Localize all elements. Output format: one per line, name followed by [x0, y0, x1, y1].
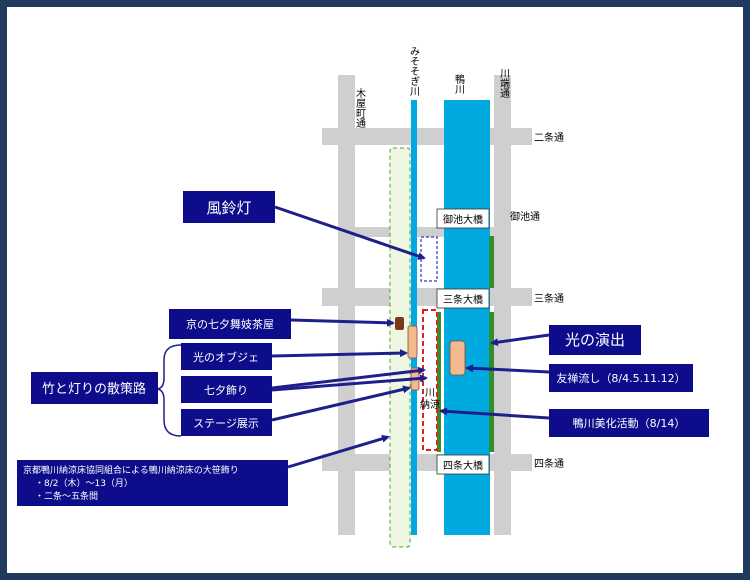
tanabata-arrow-2	[271, 374, 428, 392]
hikari-arrow	[490, 333, 550, 347]
objet-marker	[407, 325, 418, 359]
furinto-arrow	[274, 205, 426, 260]
sasa-arrow	[287, 434, 390, 469]
shijo-label: 四条通	[534, 457, 564, 470]
noryo-area	[422, 309, 438, 451]
hikari-label: 光の演出	[565, 331, 625, 349]
green-edge-west	[437, 312, 441, 452]
sasa-title: 京都鴨川納涼床協同組合による鴨川納涼床の大笹飾り	[23, 464, 239, 476]
oike-label: 御池通	[510, 210, 540, 223]
objet-arrow	[271, 349, 408, 358]
sasa-date: ・8/2（木）～13（月）	[35, 477, 133, 489]
stage-arrow	[271, 385, 411, 422]
kamogawa-label: 鴨川	[453, 73, 465, 94]
oike-bridge-box	[436, 208, 490, 229]
hikari-callout	[549, 325, 641, 355]
stage-callout	[181, 409, 272, 436]
bika-label: 鴨川美化活動（8/14）	[573, 416, 686, 430]
oike-bridge-label: 御池大橋	[443, 213, 483, 226]
objet-callout	[181, 343, 272, 370]
kawabata-label: 川端通	[498, 68, 510, 98]
tanabata-callout	[181, 376, 272, 403]
noryo-kawa-label: 川	[425, 388, 435, 399]
yuzen-label: 友禅流し（8/4.5.11.12）	[556, 371, 685, 385]
tanabata-label: 七夕飾り	[204, 384, 248, 397]
noryo-no-label: 納涼	[420, 398, 440, 411]
oike-street	[338, 227, 511, 237]
sanpomichi-callout	[31, 372, 158, 404]
sanjo-label: 三条通	[534, 292, 564, 305]
yuzen-arrow	[465, 364, 550, 374]
nijo-label: 二条通	[534, 131, 564, 144]
sasa-area: ・二条～五条間	[35, 490, 98, 502]
stage-label: ステージ展示	[193, 417, 259, 430]
objet-label: 光のオブジェ	[193, 350, 259, 364]
sanjo-street	[322, 288, 532, 306]
hikari-marker	[449, 340, 466, 376]
ochaya-marker	[395, 317, 404, 330]
misosogi-river	[411, 100, 417, 535]
bika-callout	[549, 409, 709, 437]
shijo-street	[322, 454, 532, 471]
misosogi-label: みそそぎ川	[408, 46, 420, 96]
furinto-callout	[183, 191, 275, 223]
sanpomichi-path	[389, 147, 411, 548]
kiyamachi-label: 木屋町通	[354, 88, 366, 128]
sanjo-bridge-label: 三条大橋	[443, 293, 483, 306]
shijo-bridge-label: 四条大橋	[443, 459, 483, 472]
yuzen-callout	[549, 364, 693, 392]
nijo-street	[322, 128, 532, 145]
green-edge-oike	[489, 236, 494, 288]
bika-arrow	[439, 407, 550, 420]
ochaya-arrow	[290, 318, 395, 327]
furinto-label: 風鈴灯	[206, 199, 251, 217]
sasa-callout	[17, 460, 288, 506]
sanpomichi-label: 竹と灯りの散策路	[42, 381, 146, 397]
ochaya-label: 京の七夕舞妓茶屋	[186, 317, 274, 331]
green-edge-sanjo	[489, 312, 494, 452]
sanjo-bridge-box	[436, 288, 490, 309]
shijo-bridge-box	[436, 454, 490, 475]
tanabata-arrow-1	[271, 366, 426, 390]
ochaya-callout	[169, 309, 291, 339]
